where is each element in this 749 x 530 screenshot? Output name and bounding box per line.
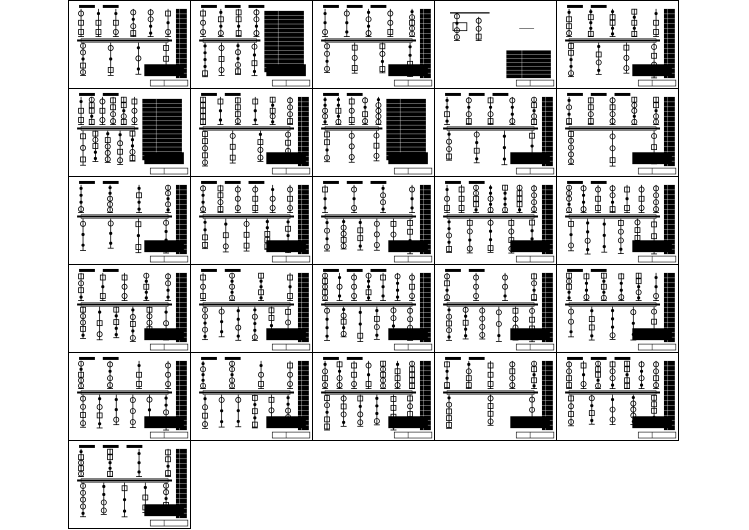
single-line-diagram — [443, 180, 555, 263]
single-line-diagram — [443, 268, 555, 351]
drawing-sheet[interactable] — [68, 88, 191, 177]
single-line-diagram — [443, 92, 555, 175]
drawing-sheet[interactable] — [434, 264, 557, 353]
single-line-diagram — [565, 356, 677, 439]
single-line-diagram — [565, 4, 677, 87]
single-line-diagram — [565, 180, 677, 263]
single-line-diagram — [199, 268, 311, 351]
drawing-sheet[interactable] — [190, 264, 313, 353]
drawing-sheet[interactable] — [190, 0, 313, 89]
single-line-diagram — [199, 180, 311, 263]
single-line-diagram — [77, 180, 189, 263]
drawing-sheet[interactable] — [190, 176, 313, 265]
single-line-diagram — [443, 356, 555, 439]
drawing-sheet[interactable] — [190, 88, 313, 177]
single-line-diagram — [321, 4, 433, 87]
drawing-sheet[interactable] — [434, 176, 557, 265]
single-line-diagram — [450, 12, 555, 87]
single-line-diagram — [199, 356, 311, 439]
drawing-sheet[interactable] — [556, 88, 679, 177]
drawing-sheet[interactable] — [556, 176, 679, 265]
drawing-sheet[interactable] — [312, 88, 435, 177]
drawing-sheet[interactable] — [68, 176, 191, 265]
single-line-diagram — [321, 180, 433, 263]
drawing-sheet[interactable] — [434, 0, 557, 89]
single-line-diagram — [565, 268, 677, 351]
single-line-diagram — [321, 92, 433, 175]
drawing-sheet[interactable] — [312, 264, 435, 353]
drawing-sheet[interactable] — [68, 0, 191, 89]
single-line-diagram — [77, 4, 189, 87]
drawing-sheet[interactable] — [312, 0, 435, 89]
drawing-sheet[interactable] — [556, 0, 679, 89]
drawing-sheet[interactable] — [312, 352, 435, 441]
drawing-sheet[interactable] — [556, 352, 679, 441]
single-line-diagram — [77, 444, 189, 527]
single-line-diagram — [321, 356, 433, 439]
single-line-diagram — [199, 92, 311, 175]
drawing-sheet[interactable] — [68, 264, 191, 353]
single-line-diagram — [77, 356, 189, 439]
drawing-sheet[interactable] — [434, 88, 557, 177]
drawing-sheet[interactable] — [68, 352, 191, 441]
drawing-sheet[interactable] — [434, 352, 557, 441]
drawing-sheet[interactable] — [68, 440, 191, 529]
single-line-diagram — [77, 92, 189, 175]
single-line-diagram — [565, 92, 677, 175]
single-line-diagram — [77, 268, 189, 351]
single-line-diagram — [199, 4, 311, 87]
drawing-sheet[interactable] — [312, 176, 435, 265]
drawing-sheet[interactable] — [190, 352, 313, 441]
single-line-diagram — [321, 268, 433, 351]
drawing-sheet[interactable] — [556, 264, 679, 353]
